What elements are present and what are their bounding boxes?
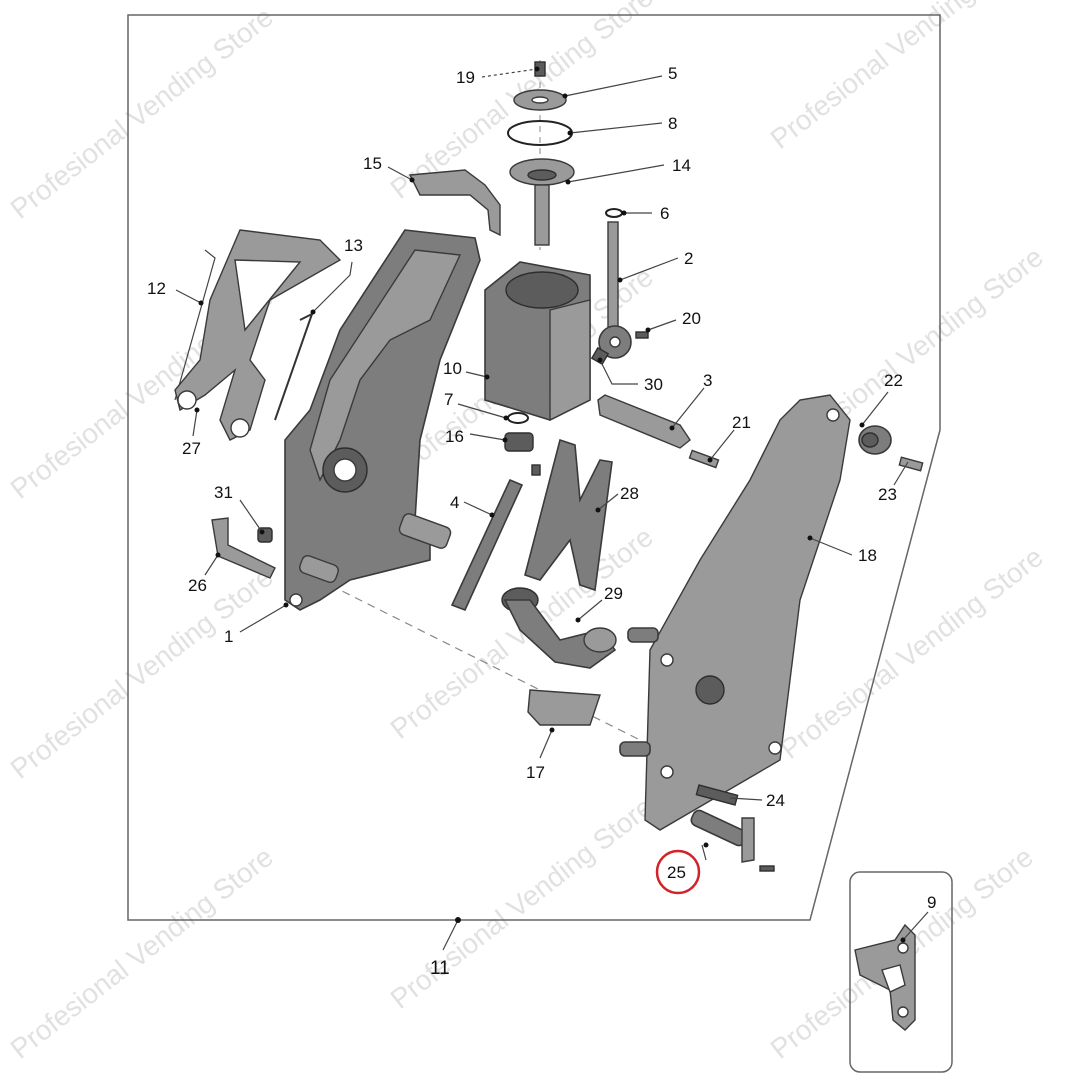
callout-24: 24 xyxy=(766,791,785,810)
part-4-slider xyxy=(450,478,524,612)
callout-5: 5 xyxy=(668,64,677,83)
assembly-axis-line xyxy=(329,584,641,741)
callout-29: 29 xyxy=(604,584,623,603)
callout-14: 14 xyxy=(672,156,691,175)
watermark: Profesional Vending Store xyxy=(5,561,279,785)
part-15-bracket xyxy=(408,169,501,237)
part-27-lever xyxy=(174,229,342,441)
callout-11: 11 xyxy=(430,958,450,979)
callout-23: 23 xyxy=(878,485,897,504)
callout-group: 19 5 8 14 15 6 2 13 12 20 xyxy=(147,64,909,861)
inset-frame xyxy=(849,871,953,1073)
watermark-layer: Profesional Vending Store Profesional Ve… xyxy=(5,0,1049,1065)
callout-20: 20 xyxy=(682,309,701,328)
callout-2: 2 xyxy=(684,249,693,268)
callout-30: 30 xyxy=(644,375,663,394)
part-29-crank xyxy=(501,587,617,669)
callout-6: 6 xyxy=(660,204,669,223)
callout-26: 26 xyxy=(188,576,207,595)
inset-part-9: 9 xyxy=(849,871,953,1073)
highlighted-callout-25[interactable]: 25 xyxy=(655,849,701,895)
part-9-hole xyxy=(897,1006,909,1018)
watermark: Profesional Vending Store xyxy=(5,1,279,225)
part-22-bushing xyxy=(858,425,892,455)
part-18-side-plate xyxy=(619,394,851,831)
callout-27: 27 xyxy=(182,439,201,458)
callout-22: 22 xyxy=(884,371,903,390)
callout-31: 31 xyxy=(214,483,233,502)
callout-12: 12 xyxy=(147,279,166,298)
part-1-main-frame xyxy=(284,229,481,611)
highlight-ring xyxy=(655,849,701,895)
part-20-screw xyxy=(635,331,649,339)
part-30-key xyxy=(590,346,610,366)
part-14-piston xyxy=(509,158,575,246)
watermark: Profesional Vending Store xyxy=(5,841,279,1065)
callout-25: 25 xyxy=(667,863,686,882)
callout-7: 7 xyxy=(444,390,453,409)
part-23-screw xyxy=(898,456,924,472)
part-5-washer-hole xyxy=(531,96,549,104)
callout-4: 4 xyxy=(450,493,459,512)
watermark: Profesional Vending Store xyxy=(765,0,1039,155)
callout-15: 15 xyxy=(363,154,382,173)
part-25-pin xyxy=(690,809,775,872)
watermark: Profesional Vending Store xyxy=(385,791,659,1015)
callout-21: 21 xyxy=(732,413,751,432)
callout-8: 8 xyxy=(668,114,677,133)
part-12-spring xyxy=(174,249,216,401)
part-21-bolt xyxy=(688,449,720,469)
callout-13: 13 xyxy=(344,236,363,255)
part-16-valve xyxy=(504,432,541,476)
part-3-link xyxy=(597,394,691,449)
part-26-pin xyxy=(211,517,276,579)
part-9-slot xyxy=(881,964,906,993)
callout-16: 16 xyxy=(445,427,464,446)
part-2-shaft xyxy=(598,221,632,359)
callout-1: 1 xyxy=(224,627,233,646)
callout-17: 17 xyxy=(526,763,545,782)
part-13-wire xyxy=(274,312,314,421)
part-10-brew-chamber xyxy=(484,261,591,422)
part-9-hole xyxy=(897,942,909,954)
part-28-fork xyxy=(524,438,613,592)
assembly-callout: 11 xyxy=(430,917,461,979)
callout-10: 10 xyxy=(443,359,462,378)
part-6-oring xyxy=(605,208,623,218)
callout-9: 9 xyxy=(927,893,936,912)
callout-28: 28 xyxy=(620,484,639,503)
assembly-frame xyxy=(127,14,941,921)
callout-3: 3 xyxy=(703,371,712,390)
callout-18: 18 xyxy=(858,546,877,565)
callout-19: 19 xyxy=(456,68,475,87)
part-7-oring xyxy=(507,412,529,424)
part-24-bolt xyxy=(695,784,739,806)
watermark: Profesional Vending Store xyxy=(775,541,1049,765)
part-17-slider-block xyxy=(527,689,601,726)
